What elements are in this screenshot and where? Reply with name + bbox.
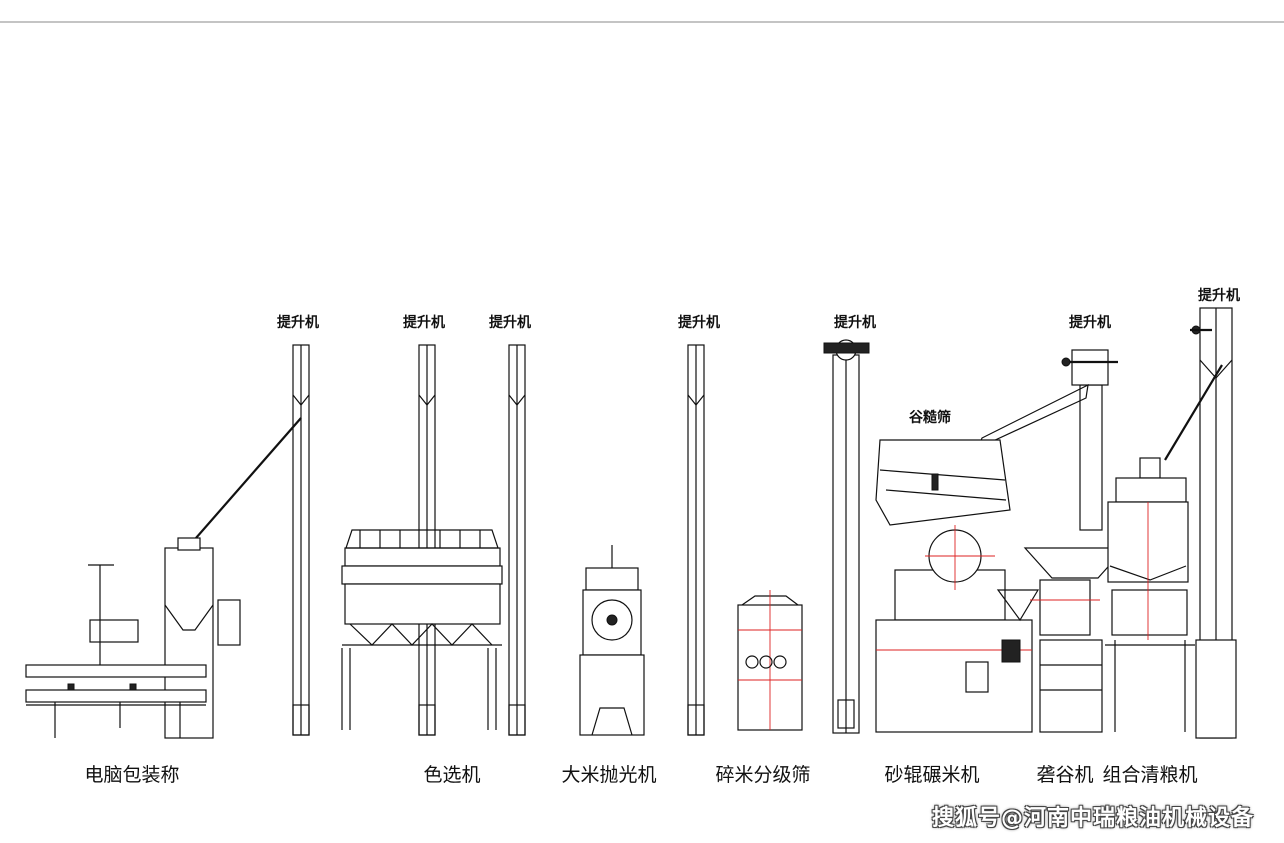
label-husker: 砻谷机 (1036, 764, 1093, 786)
paddy-separator-screen (875, 383, 1089, 526)
watermark: 搜狐号@河南中瑞粮油机械设备 (931, 806, 1254, 831)
label-sand-roller-mill: 砂辊碾米机 (884, 764, 979, 786)
elevator-4 (687, 344, 705, 736)
broken-rice-grader-machine (737, 590, 803, 731)
elevator-5 (823, 339, 870, 734)
label-elevator-4: 提升机 (678, 314, 720, 331)
label-elevator-2: 提升机 (403, 314, 445, 331)
label-packing-scale: 电脑包装称 (84, 764, 179, 786)
elevator-6 (1061, 349, 1118, 531)
label-rice-polisher: 大米抛光机 (561, 764, 656, 786)
elevator-2 (418, 344, 436, 736)
label-broken-rice-grader: 碎米分级筛 (715, 764, 810, 786)
combined-cleaner-machine (1105, 364, 1223, 732)
elevator-1 (292, 344, 310, 736)
elevator-7 (1190, 307, 1237, 739)
label-elevator-5: 提升机 (834, 314, 876, 331)
label-paddy-screen: 谷糙筛 (909, 409, 951, 426)
color-sorter-machine (341, 529, 503, 730)
label-elevator-3: 提升机 (489, 314, 531, 331)
label-elevator-6: 提升机 (1069, 314, 1111, 331)
label-elevator-1: 提升机 (277, 314, 319, 331)
label-color-sorter: 色选机 (423, 764, 480, 786)
husker-machine (996, 547, 1127, 733)
packing-scale-machine (25, 417, 302, 739)
sand-roller-mill-machine (875, 525, 1033, 733)
rice-polisher-machine (579, 545, 645, 736)
elevator-3 (508, 344, 526, 736)
label-combined-cleaner: 组合清粮机 (1102, 764, 1197, 786)
label-elevator-7: 提升机 (1198, 287, 1240, 304)
